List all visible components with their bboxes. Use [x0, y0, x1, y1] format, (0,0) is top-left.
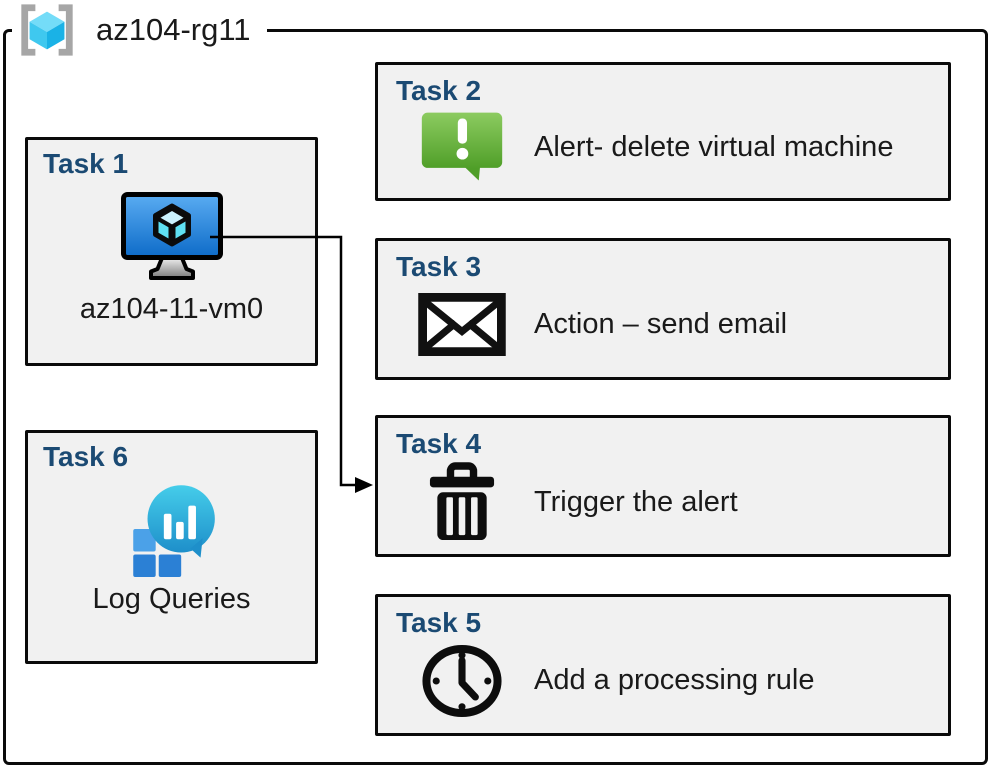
trash-icon	[416, 460, 508, 546]
log-queries-icon	[121, 475, 223, 577]
task2-box: Task 2 Alert- delete virtual machine	[375, 62, 951, 201]
task1-box: Task 1 az104-11-vm0	[25, 137, 318, 366]
task4-title: Task 4	[396, 428, 482, 459]
task1-label: az104-11-vm0	[79, 292, 264, 325]
task3-box: Task 3 Action – send email	[375, 238, 951, 380]
email-icon	[416, 293, 508, 357]
task1-title: Task 1	[43, 148, 129, 179]
task3-row: Action – send email	[416, 283, 948, 377]
task4-box: Task 4 Trigger the alert	[375, 415, 951, 557]
task6-label: Log Queries	[92, 582, 251, 615]
task5-row: Add a processing rule	[416, 639, 948, 733]
task5-box: Task 5 Add a processing rule	[375, 594, 951, 736]
task3-label: Action – send email	[534, 308, 788, 341]
task2-title: Task 2	[396, 75, 482, 106]
task3-title: Task 3	[396, 251, 482, 282]
task2-row: Alert- delete virtual machine	[416, 107, 948, 198]
resource-group-boundary	[3, 29, 988, 765]
resource-group-title: az104-rg11	[96, 12, 251, 47]
resource-group-header: az104-rg11	[12, 2, 267, 58]
virtual-machine-icon	[120, 191, 224, 283]
clock-icon	[416, 641, 508, 721]
task4-label: Trigger the alert	[534, 486, 738, 519]
task4-row: Trigger the alert	[416, 460, 948, 556]
alert-icon	[416, 111, 508, 183]
resource-group-icon	[16, 2, 78, 58]
task6-box: Task 6 Log Queries	[25, 430, 318, 664]
task5-label: Add a processing rule	[534, 664, 815, 697]
task2-label: Alert- delete virtual machine	[534, 130, 894, 163]
task5-title: Task 5	[396, 607, 482, 638]
task6-title: Task 6	[43, 441, 129, 472]
